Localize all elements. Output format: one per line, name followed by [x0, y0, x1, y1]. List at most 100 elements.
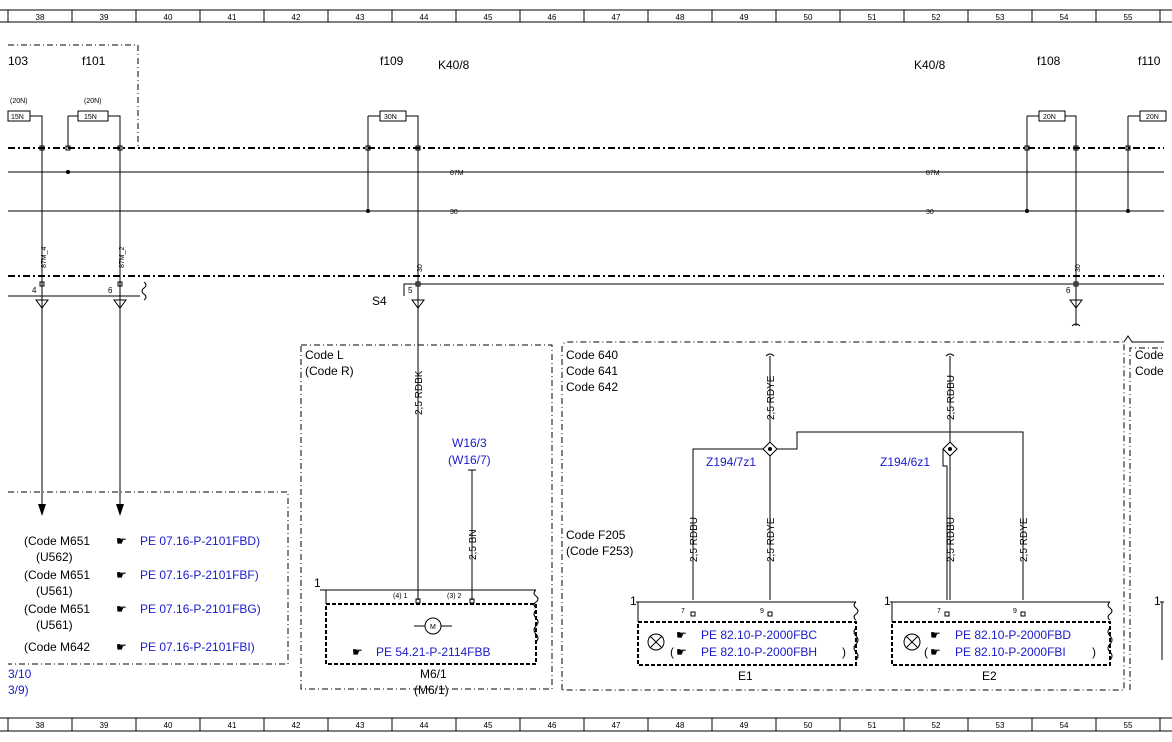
ruler-label: 43: [356, 13, 365, 22]
ruler-label: 47: [612, 721, 621, 730]
ruler-label: 53: [996, 721, 1005, 730]
ruler-label: 43: [356, 721, 365, 730]
right-code-1: Code: [1135, 348, 1164, 362]
e2-reference-link-1[interactable]: ☛ PE 82.10-P-2000FBD: [930, 628, 1071, 642]
ruler-label: 50: [804, 13, 813, 22]
ruler-label: 41: [228, 721, 237, 730]
fuse-f109-label: f109: [380, 54, 404, 68]
fuse-f110-label: f110: [1138, 54, 1161, 68]
ruler-label: 46: [548, 13, 557, 22]
ground-s4-label: S4: [372, 294, 387, 308]
bus-87m-label-right: 87M: [926, 170, 940, 177]
right-conn-num: 1: [1154, 594, 1161, 608]
ruler-label: 48: [676, 721, 685, 730]
svg-text:): ): [842, 645, 846, 659]
pin-num-4: 4: [32, 286, 37, 295]
wire-e1a-label: 2,5 RDBU: [689, 517, 700, 562]
ruler-label: 54: [1060, 13, 1069, 22]
fuse-f109: 30N: [367, 110, 419, 270]
bus-30: 30 30: [8, 209, 1164, 216]
svg-text:9: 9: [1013, 608, 1017, 615]
e-code-f205: Code F205: [566, 528, 626, 542]
svg-text:20N: 20N: [1146, 114, 1159, 121]
wire-break-rdbu: [945, 353, 955, 357]
e-code-f253: (Code F253): [566, 544, 633, 558]
m6-wire-bn-label: 2,5 BN: [468, 529, 479, 560]
wire-rdye-top-label: 2,5 RDYE: [766, 375, 777, 420]
hand-pointer-icon: ☛: [930, 645, 941, 659]
ruler-label: 48: [676, 13, 685, 22]
svg-text:7: 7: [937, 608, 941, 615]
reference-link[interactable]: PE 07.16-P-2101FBD): [140, 534, 260, 548]
ruler-label: 44: [420, 721, 429, 730]
hand-pointer-icon: ☛: [676, 628, 687, 642]
hand-pointer-icon: ☛: [116, 640, 127, 654]
svg-text:15N: 15N: [84, 114, 97, 121]
ruler-label: 39: [100, 721, 109, 730]
ruler-label: 49: [740, 13, 749, 22]
svg-text:): ): [1092, 645, 1096, 659]
left-bottom-ref-2: 3/9): [8, 683, 29, 697]
code-sub-label: (U562): [36, 550, 73, 564]
component-e2: 1 7 9: [884, 594, 1113, 666]
m6-reference-link[interactable]: ☛ PE 54.21-P-2114FBB: [352, 645, 491, 659]
m6-box-break: [533, 609, 539, 643]
m6-frame: [300, 344, 553, 690]
fuse-f101-rating: (20N): [84, 98, 102, 105]
ruler-label: 51: [868, 721, 877, 730]
pin-num-6b: 6: [1066, 286, 1071, 295]
m6-conn-corner: [320, 589, 327, 604]
svg-text:PE 82.10-P-2000FBC: PE 82.10-P-2000FBC: [701, 628, 817, 642]
wire-e2-rdbu: [942, 449, 948, 600]
ruler-label: 38: [36, 721, 45, 730]
relay-k40-right-label: K40/8: [914, 58, 946, 72]
e2-name: E2: [982, 669, 997, 683]
reference-link[interactable]: PE 07.16-P-2101FBG): [140, 602, 261, 616]
e1-reference-link-1[interactable]: ☛ PE 82.10-P-2000FBC: [676, 628, 817, 642]
m6-conn-num: 1: [314, 576, 321, 590]
ruler-label: 54: [1060, 721, 1069, 730]
svg-text:7: 7: [681, 608, 685, 615]
ruler-label: 52: [932, 13, 941, 22]
reference-link[interactable]: PE 07.16-P-2101FBF): [140, 568, 259, 582]
wire-e1b-label: 2,5 RDYE: [766, 517, 777, 562]
ruler-label: 51: [868, 13, 877, 22]
fuse-f103-label: 103: [8, 54, 28, 68]
ruler-label: 39: [100, 13, 109, 22]
fuse-f103: 15N: [7, 110, 43, 148]
right-partial-conn: [1160, 601, 1164, 660]
splice-z194-6z1-label: Z194/6z1: [880, 455, 930, 469]
bus-30-label-right: 30: [926, 209, 934, 216]
m6-code-2: (Code R): [305, 364, 354, 378]
fuse-box-frame: [8, 44, 139, 148]
splice-z194-7z1-label: Z194/7z1: [706, 455, 756, 469]
pin-num-5: 5: [408, 286, 413, 295]
fuse-boundary-pins: [39, 145, 1131, 151]
break-symbol-left: [141, 281, 147, 301]
wire-break-right: [1071, 323, 1081, 327]
splice-z194-6z1: [942, 441, 958, 457]
pin-30a-label: 30: [417, 264, 424, 272]
svg-text:15N: 15N: [11, 114, 24, 121]
fuse-f101: 15N: [67, 110, 121, 148]
svg-text:PE 54.21-P-2114FBB: PE 54.21-P-2114FBB: [376, 645, 491, 659]
ruler-label: 52: [932, 721, 941, 730]
svg-text:PE 82.10-P-2000FBH: PE 82.10-P-2000FBH: [701, 645, 817, 659]
svg-text:1: 1: [884, 594, 891, 608]
m6-pin-4: (4) 1: [393, 593, 408, 600]
pin-87m4-label: 87M_4: [41, 246, 48, 268]
reference-link[interactable]: PE 07.16-P-2101FBI): [140, 640, 255, 654]
code-sub-label: (U561): [36, 584, 73, 598]
fuse-f108-label: f108: [1037, 54, 1061, 68]
e1-name: E1: [738, 669, 753, 683]
relay-k40-left-label: K40/8: [438, 58, 470, 72]
ruler-label: 40: [164, 721, 173, 730]
e1-reference-link-2[interactable]: ( ☛ PE 82.10-P-2000FBH ): [670, 645, 846, 659]
e2-reference-link-2[interactable]: ( ☛ PE 82.10-P-2000FBI ): [924, 645, 1096, 659]
pin-30b-label: 30: [1075, 264, 1082, 272]
hand-pointer-icon: ☛: [116, 602, 127, 616]
wire-e1-rdbu: [692, 448, 763, 600]
bus-87m-label-left: 87M: [450, 170, 464, 177]
svg-text:PE 82.10-P-2000FBD: PE 82.10-P-2000FBD: [955, 628, 1071, 642]
